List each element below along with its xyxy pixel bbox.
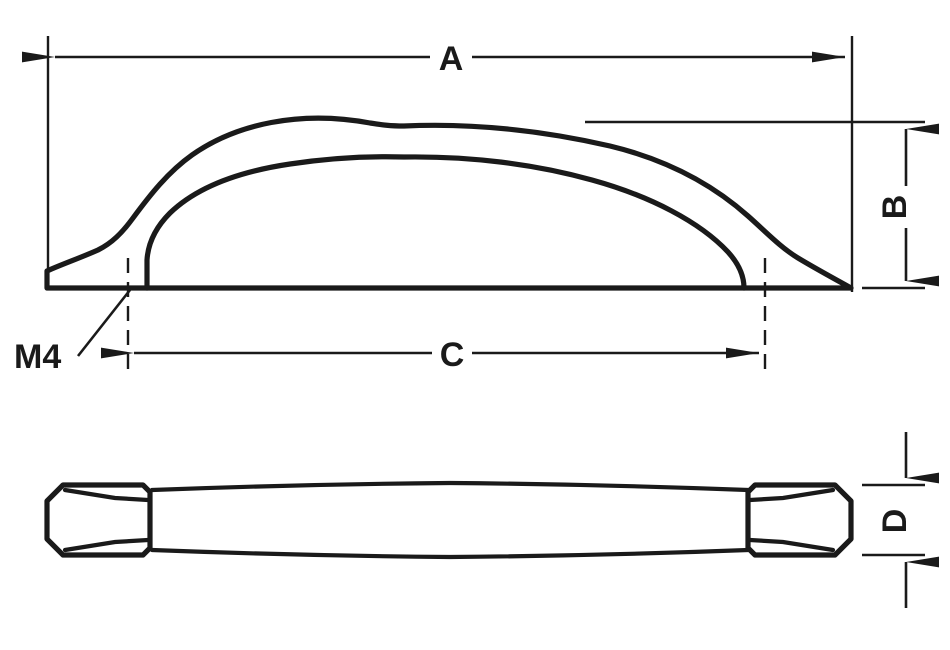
handle-inner-profile (144, 154, 747, 291)
dimension-label-c: C (440, 336, 465, 374)
front-elevation-view: A B M4 C (14, 36, 939, 376)
plan-left-foot-pad (44, 482, 153, 558)
dimension-label-a: A (439, 40, 464, 78)
plan-body-upper-edge (149, 480, 751, 493)
annotation-label-m4: M4 (14, 338, 61, 376)
top-plan-view: D (44, 432, 939, 608)
dimension-label-b: B (876, 195, 914, 220)
plan-right-blend-upper (747, 487, 836, 503)
plan-left-blend-upper (62, 487, 151, 503)
dimension-label-d: D (876, 509, 914, 534)
m4-leader-line (76, 289, 132, 357)
plan-body-lower-edge (149, 547, 751, 560)
plan-right-foot-pad (745, 482, 854, 558)
plan-left-blend-lower (62, 537, 151, 553)
plan-right-blend-lower (747, 537, 836, 553)
handle-outer-profile (44, 115, 854, 291)
